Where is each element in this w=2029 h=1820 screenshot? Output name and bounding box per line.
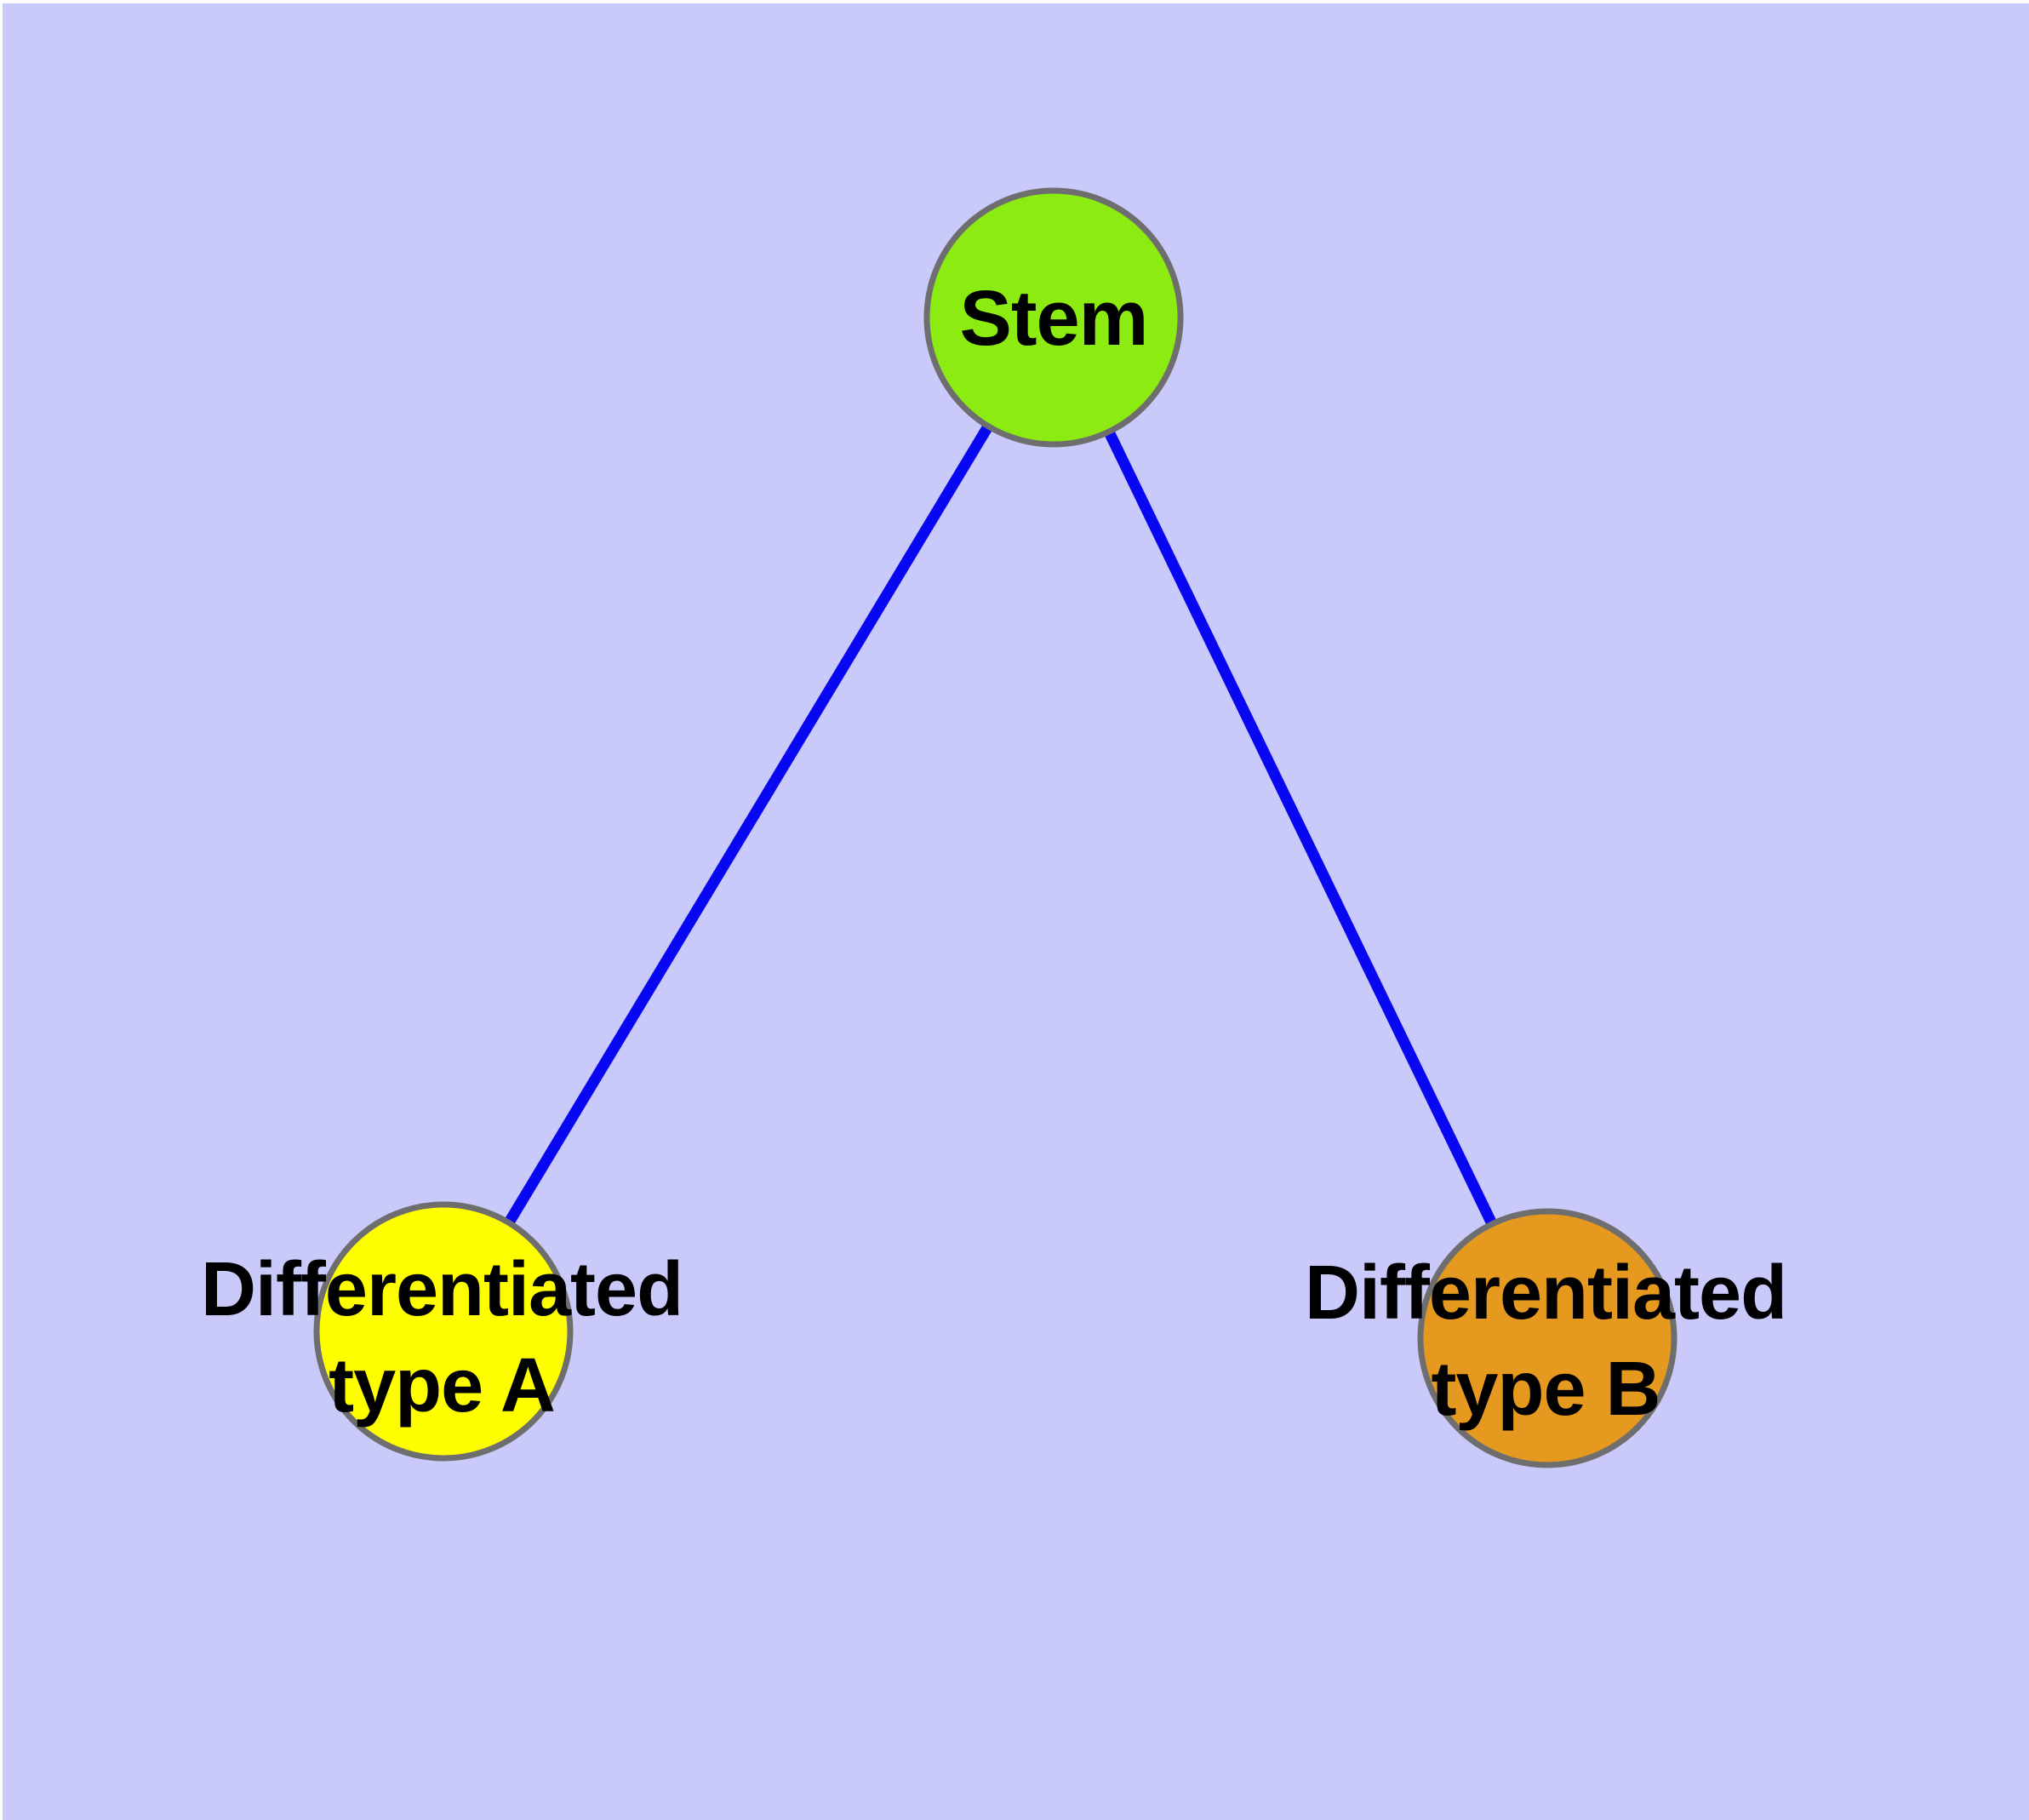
stem-node	[923, 187, 1184, 448]
differentiated-type-a-node	[313, 1201, 574, 1462]
differentiated-type-b-node	[1417, 1208, 1677, 1468]
edge-stem-to-type-a	[438, 314, 1059, 1335]
edge-stem-to-type-b	[1049, 315, 1552, 1341]
